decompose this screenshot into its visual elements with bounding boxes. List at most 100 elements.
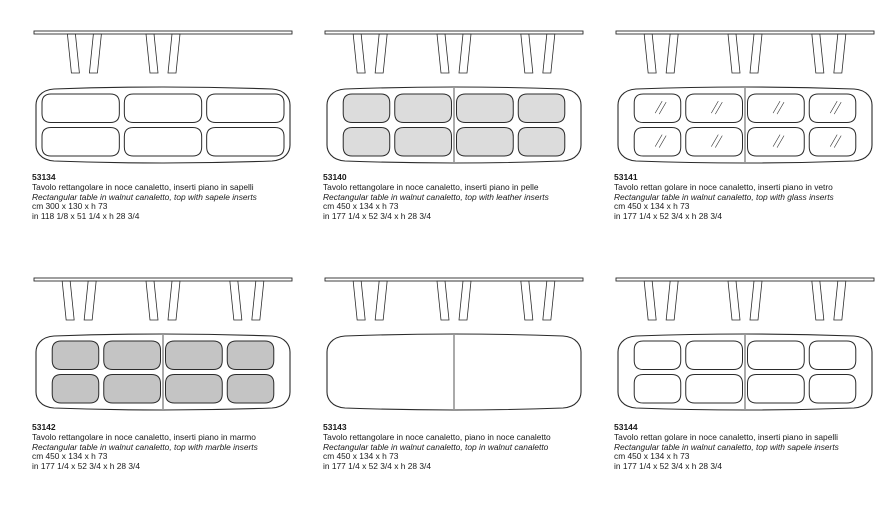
dimensions-in: in 177 1/4 x 52 3/4 x h 28 3/4 <box>614 460 723 471</box>
table-top-plan <box>35 333 291 411</box>
table-insert <box>123 127 203 157</box>
table-insert <box>633 340 682 370</box>
table-insert <box>103 374 161 404</box>
glass-reflection <box>776 101 785 115</box>
table-insert <box>633 93 682 123</box>
description-italian: Tavolo rettan golare in noce canaletto, … <box>614 432 838 442</box>
table-insert <box>633 127 682 157</box>
table-insert <box>633 374 682 404</box>
table-top-plan <box>617 333 873 411</box>
table-insert <box>342 127 391 157</box>
table-insert <box>165 340 223 370</box>
table-top-elevation <box>615 30 875 35</box>
table-insert <box>394 127 452 157</box>
table-top-elevation <box>33 30 293 35</box>
table-leg <box>145 280 181 321</box>
dimensions-cm: cm 450 x 134 x h 73 <box>32 451 108 462</box>
table-insert <box>123 93 203 123</box>
dimensions-in: in 177 1/4 x 52 3/4 x h 28 3/4 <box>323 210 432 221</box>
product-card: 53140 Tavolo rettangolare in noce canale… <box>323 28 593 220</box>
dimensions-in: in 177 1/4 x 52 3/4 x h 28 3/4 <box>614 210 723 221</box>
glass-reflection <box>829 100 838 114</box>
dimensions-cm: cm 450 x 134 x h 73 <box>323 201 399 212</box>
table-drawing <box>324 277 584 411</box>
table-insert <box>103 340 161 370</box>
table-top-elevation <box>324 277 584 282</box>
product-card: 53142 Tavolo rettangolare in noce canale… <box>32 275 302 470</box>
description-english: Rectangular table in walnut canaletto, t… <box>323 191 549 202</box>
glass-reflection <box>654 100 663 114</box>
table-leg <box>727 33 763 74</box>
table-insert <box>685 374 743 404</box>
table-leg <box>520 280 556 321</box>
dimensions-in: in 177 1/4 x 52 3/4 x h 28 3/4 <box>32 460 141 471</box>
table-insert <box>206 93 285 123</box>
product-code: 53144 <box>614 422 638 432</box>
dimensions-cm: cm 450 x 134 x h 73 <box>323 451 399 462</box>
description-english: Rectangular table in walnut canaletto, t… <box>323 441 549 452</box>
table-drawing <box>615 277 875 411</box>
table-leg <box>61 280 97 321</box>
table-insert <box>517 127 566 157</box>
table-insert <box>808 340 857 370</box>
glass-reflection <box>833 101 842 115</box>
glass-reflection <box>715 101 723 115</box>
description-italian: Tavolo rettangolare in noce canaletto, i… <box>323 182 539 192</box>
glass-reflection <box>658 135 667 148</box>
table-insert <box>51 340 100 370</box>
table-top-elevation <box>324 30 584 35</box>
table-insert <box>342 93 391 123</box>
table-leg <box>811 33 847 74</box>
table-leg <box>643 280 679 321</box>
description-english: Rectangular table in walnut canaletto, t… <box>614 441 839 452</box>
product-card: 53134 Tavolo rettangolare in noce canale… <box>32 28 302 220</box>
description-english: Rectangular table in walnut canaletto, t… <box>32 191 257 202</box>
glass-reflection <box>715 135 723 148</box>
table-top-plan <box>617 86 873 164</box>
glass-reflection <box>654 134 663 147</box>
table-drawing <box>615 30 875 164</box>
table-insert <box>747 374 805 404</box>
product-code: 53141 <box>614 172 638 182</box>
description-italian: Tavolo rettangolare in noce canaletto, i… <box>32 182 254 192</box>
product-card: 53144 Tavolo rettan golare in noce canal… <box>614 275 884 470</box>
table-insert <box>685 93 743 123</box>
table-insert <box>808 374 857 404</box>
table-insert <box>685 127 743 157</box>
glass-reflection <box>772 134 781 147</box>
description-english: Rectangular table in walnut canaletto, t… <box>614 191 834 202</box>
table-insert <box>808 127 857 157</box>
table-insert <box>206 127 285 157</box>
table-insert <box>685 340 743 370</box>
table-leg <box>352 33 388 74</box>
product-code: 53134 <box>32 172 56 182</box>
glass-reflection <box>833 135 842 148</box>
glass-reflection <box>776 135 785 148</box>
table-insert <box>456 93 514 123</box>
table-insert <box>747 93 805 123</box>
dimensions-cm: cm 450 x 134 x h 73 <box>614 451 690 462</box>
table-insert <box>517 93 566 123</box>
table-leg <box>66 33 102 74</box>
table-insert <box>747 340 805 370</box>
table-insert <box>165 374 223 404</box>
description-italian: Tavolo rettangolare in noce canaletto, p… <box>323 432 551 442</box>
table-insert <box>456 127 514 157</box>
glass-reflection <box>711 134 719 147</box>
product-card: 53141 Tavolo rettan golare in noce canal… <box>614 28 884 220</box>
table-insert <box>394 93 452 123</box>
table-top-elevation <box>33 277 293 282</box>
table-drawing <box>324 30 584 164</box>
table-top-plan <box>326 86 582 164</box>
table-insert <box>226 374 275 404</box>
glass-reflection <box>772 100 781 114</box>
description-italian: Tavolo rettan golare in noce canaletto, … <box>614 182 833 192</box>
table-insert <box>747 127 805 157</box>
table-insert <box>51 374 100 404</box>
table-insert <box>41 127 120 157</box>
table-leg <box>229 280 265 321</box>
table-leg <box>436 33 472 74</box>
description-english: Rectangular table in walnut canaletto, t… <box>32 441 258 452</box>
table-insert <box>41 93 120 123</box>
product-code: 53143 <box>323 422 347 432</box>
